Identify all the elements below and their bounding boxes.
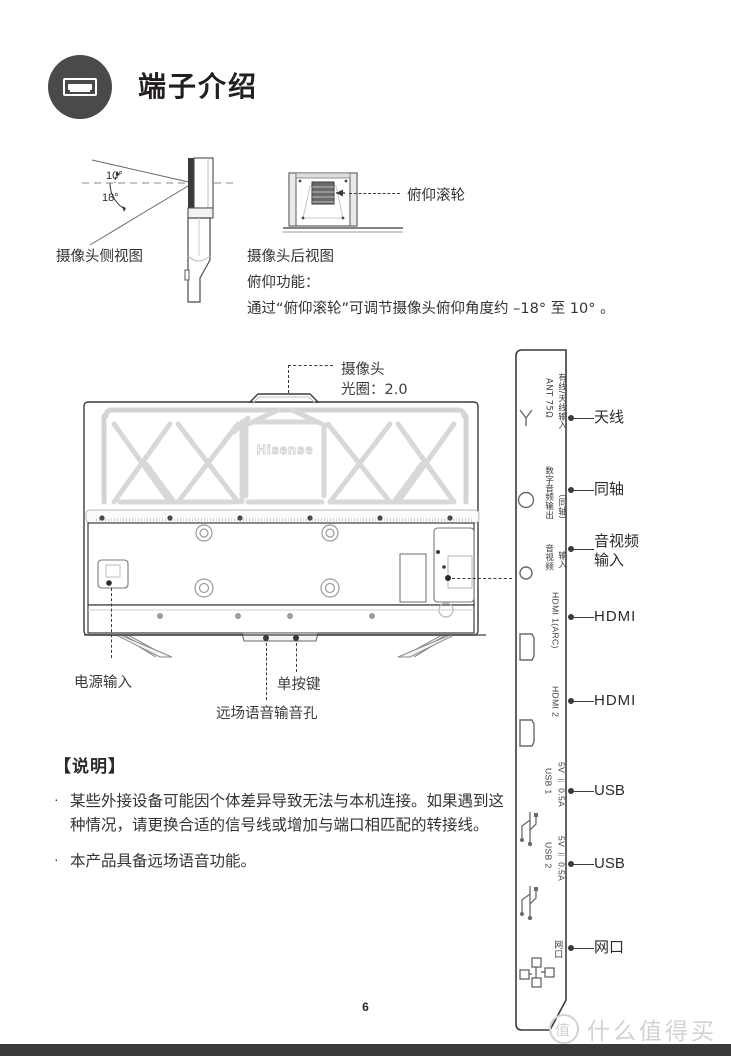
page-title: 端子介绍 [138, 70, 259, 103]
callout-dot-antenna [568, 415, 574, 421]
note-text: 某些外接设备可能因个体差异导致无法与本机连接。如果遇到这种情况，请更换合适的信号… [70, 792, 505, 835]
hdmi-port-icon [48, 55, 112, 119]
callout-line-hdmi1 [572, 617, 594, 618]
camera-tilt-down-angle: 18° [102, 192, 119, 204]
notes-section: 【说明】 · 某些外接设备可能因个体差异导致无法与本机连接。如果遇到这种情况，请… [54, 752, 504, 873]
callout-label-hdmi1: HDMI [594, 608, 637, 625]
tv-camera-callout-vline [288, 365, 289, 408]
note-item: · 本产品具备远场语音功能。 [54, 849, 504, 873]
port-label-usb1-sub: 5V ⎓ 0.5A [556, 762, 567, 808]
callout-line-hdmi2 [572, 701, 594, 702]
port-label-hdmi2: HDMI 2 [550, 686, 561, 718]
callout-label-av: 音视频 输入 [594, 532, 640, 569]
note-text: 本产品具备远场语音功能。 [70, 852, 257, 871]
bottom-bar [0, 1044, 731, 1056]
wheel-callout-line [349, 193, 400, 194]
callout-line-usb2 [572, 864, 594, 865]
port-label-usb2-sub: 5V ⎓ 0.5A [556, 836, 567, 882]
port-label-usb1-main: USB 1 [543, 768, 554, 795]
port-label-hdmi1: HDMI 1(ARC) [550, 592, 561, 649]
single-button-label: 单按键 [277, 677, 321, 693]
callout-label-usb2: USB [594, 855, 625, 872]
port-label-coaxial-main: 数字音频输出 [543, 466, 554, 520]
far-field-mic-label: 远场语音输音孔 [216, 706, 318, 722]
pitch-function-description: 通过“俯仰滚轮”可调节摄像头俯仰角度约 –18° 至 10° 。 [247, 301, 615, 317]
callout-label-usb1: USB [594, 782, 625, 799]
port-label-av-sub: 输入 [556, 551, 567, 569]
callout-label-hdmi2: HDMI [594, 692, 637, 709]
callout-line-av [572, 549, 594, 550]
callout-dot-coaxial [568, 487, 574, 493]
svg-text:Hisense: Hisense [257, 442, 314, 457]
power-input-callout-line [111, 588, 112, 658]
pitch-wheel-callout-label: 俯仰滚轮 [407, 188, 465, 204]
callout-line-usb1 [572, 791, 594, 792]
page-header: 端子介绍 [48, 55, 258, 119]
port-label-usb2-main: USB 2 [543, 842, 554, 869]
camera-side-view-caption: 摄像头侧视图 [56, 249, 143, 265]
callout-line-lan [572, 948, 594, 949]
power-input-label: 电源输入 [74, 675, 132, 691]
port-label-av-main: 音视频 [543, 544, 554, 571]
port-label-antenna-sub: 有线/天线输入 [556, 373, 567, 430]
callout-label-lan: 网口 [594, 938, 625, 956]
callout-label-antenna: 天线 [594, 408, 625, 426]
note-bullet-icon: · [54, 791, 59, 807]
tv-rear-diagram: Hisense [82, 392, 488, 658]
camera-rear-view-diagram [283, 168, 403, 248]
camera-tilt-up-angle: 10° [106, 170, 123, 182]
callout-line-antenna [572, 418, 594, 419]
far-field-mic-callout-line [266, 638, 267, 700]
callout-dot-lan [568, 945, 574, 951]
note-item: · 某些外接设备可能因个体差异导致无法与本机连接。如果遇到这种情况，请更换合适的… [54, 789, 504, 837]
single-button-callout-dot [293, 635, 299, 641]
far-field-mic-callout-dot [263, 635, 269, 641]
watermark-logo-icon: 值 [549, 1014, 579, 1044]
camera-side-view-diagram [60, 152, 260, 303]
callout-label-coaxial: 同轴 [594, 480, 625, 498]
tv-to-panel-callout-line [452, 578, 512, 579]
callout-line-coaxial [572, 490, 594, 491]
single-button-callout-line [296, 638, 297, 672]
note-bullet-icon: · [54, 851, 59, 868]
tv-camera-callout-label-1: 摄像头 [341, 362, 385, 378]
page-number: 6 [362, 1000, 369, 1014]
port-label-antenna-main: ANT 75Ω [543, 378, 554, 419]
tv-camera-callout-label-2: 光圈：2.0 [341, 382, 408, 398]
callout-dot-hdmi1 [568, 614, 574, 620]
port-panel-diagram [508, 348, 572, 1034]
tv-camera-callout-hline [288, 365, 333, 366]
camera-rear-view-caption: 摄像头后视图 [247, 249, 334, 265]
notes-title: 【说明】 [54, 757, 126, 777]
callout-dot-av [568, 546, 574, 552]
callout-dot-hdmi2 [568, 698, 574, 704]
watermark-text: 什么值得买 [587, 1019, 717, 1045]
watermark: 值 什么值得买 [549, 1012, 717, 1046]
callout-dot-usb2 [568, 861, 574, 867]
pitch-function-title: 俯仰功能： [247, 275, 320, 291]
port-label-lan: 网口 [552, 940, 563, 959]
callout-dot-usb1 [568, 788, 574, 794]
port-label-coaxial-sub: （同轴） [556, 489, 567, 525]
